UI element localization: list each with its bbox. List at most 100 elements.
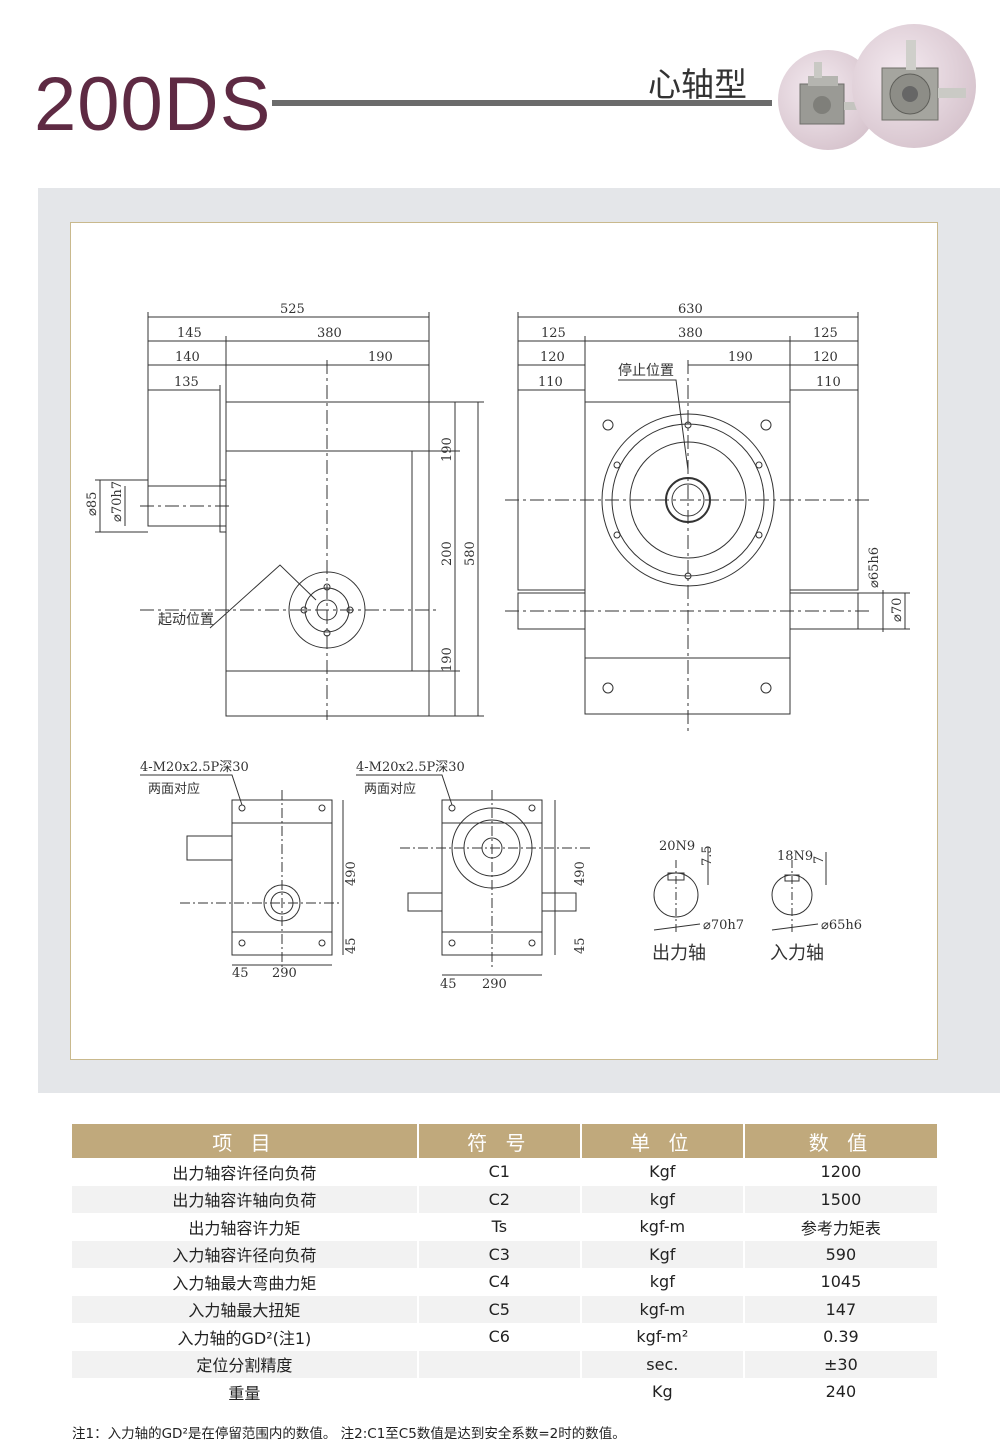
cell-unit: sec. xyxy=(580,1350,745,1378)
cell-symbol: C5 xyxy=(417,1295,582,1323)
output-dia-dim: ⌀70h7 xyxy=(703,918,744,933)
input-depth-dim: 7 xyxy=(812,856,827,864)
drawing-frame xyxy=(70,222,938,1060)
start-position-label: 起动位置 xyxy=(158,612,214,628)
cell-item: 入力轴容许径向负荷 xyxy=(72,1240,419,1268)
cell-item: 定位分割精度 xyxy=(72,1350,419,1378)
cell-value: 1200 xyxy=(820,1162,862,1182)
cell-unit: kgf xyxy=(580,1268,745,1296)
cell-item: 出力轴容许轴向负荷 xyxy=(72,1185,419,1213)
cell-symbol: Ts xyxy=(417,1213,582,1241)
cell-item: 重量 xyxy=(72,1378,419,1406)
dim-145: 145 xyxy=(177,326,202,341)
both-sides-note-a: 两面对应 xyxy=(148,781,200,797)
cell-symbol xyxy=(417,1350,582,1378)
dim-dia65h6: ⌀65h6 xyxy=(867,547,882,588)
dim-h45a: 45 xyxy=(344,937,359,954)
dim-135: 135 xyxy=(174,375,199,390)
thread-note-a: 4-M20x2.5P深30 xyxy=(140,760,249,775)
technical-drawing: 525 145 380 140 190 135 ⌀85 ⌀70h7 190 20… xyxy=(85,302,910,992)
type-label: 心轴型 xyxy=(648,65,747,104)
cell-value: ±30 xyxy=(743,1350,937,1378)
input-shaft-label: 入力轴 xyxy=(770,943,824,964)
dim-190: 190 xyxy=(368,350,393,365)
dim-h580: 580 xyxy=(463,541,478,566)
dim-w290b: 290 xyxy=(482,977,507,992)
cell-value: 1500 xyxy=(743,1185,937,1213)
dim-dia85: ⌀85 xyxy=(85,492,100,516)
cell-symbol: C6 xyxy=(417,1323,582,1351)
dim-h200: 200 xyxy=(440,541,455,566)
dim-380: 380 xyxy=(317,326,342,341)
cell-value: 240 xyxy=(825,1382,857,1402)
stop-position-label: 停止位置 xyxy=(618,362,674,379)
cell-value: 1045 xyxy=(820,1272,862,1292)
cell-unit: kgf-m xyxy=(580,1213,745,1241)
dim-h45b: 45 xyxy=(573,937,588,954)
cell-item: 入力轴的GD²(注1) xyxy=(72,1323,419,1351)
dim-120a: 120 xyxy=(540,350,565,365)
cell-item: 出力轴容许力矩 xyxy=(72,1213,419,1241)
table-row: 重量 Kg 240 xyxy=(72,1378,937,1406)
col-symbol: 符 号 xyxy=(417,1124,582,1158)
dim-w290a: 290 xyxy=(272,966,297,981)
dim-dia70: ⌀70 xyxy=(890,598,905,622)
dim-120b: 120 xyxy=(813,350,838,365)
col-value: 数 值 xyxy=(743,1124,937,1158)
model-title: 200DS xyxy=(34,62,272,147)
dim-190r: 190 xyxy=(728,350,753,365)
dim-dia70h7: ⌀70h7 xyxy=(110,481,125,522)
cell-unit: kgf-m xyxy=(580,1295,745,1323)
cell-unit: Kgf xyxy=(580,1240,745,1268)
cell-item: 出力轴容许径向负荷 xyxy=(72,1158,419,1186)
col-item: 项 目 xyxy=(72,1124,419,1158)
dim-140: 140 xyxy=(175,350,200,365)
dim-w45a: 45 xyxy=(232,966,249,981)
dim-110b: 110 xyxy=(816,375,841,390)
dim-630: 630 xyxy=(678,302,703,317)
title-rule xyxy=(272,100,772,106)
cell-symbol: C2 xyxy=(417,1185,582,1213)
cell-item: 入力轴最大扭矩 xyxy=(72,1295,419,1323)
output-depth-dim: 7.5 xyxy=(700,845,715,866)
dim-h190a: 190 xyxy=(440,437,455,462)
cell-unit: Kg xyxy=(580,1378,745,1406)
cell-item: 入力轴最大弯曲力矩 xyxy=(72,1268,419,1296)
cell-symbol: C3 xyxy=(417,1240,582,1268)
cell-unit: kgf-m² xyxy=(580,1323,745,1351)
col-unit: 单 位 xyxy=(580,1124,745,1158)
cell-symbol: C4 xyxy=(417,1268,582,1296)
cell-value: 0.39 xyxy=(823,1327,859,1347)
output-key-dim: 20N9 xyxy=(659,839,695,854)
footnote: 注1：入力轴的GD²是在停留范围内的数值。 注2:C1至C5数值是达到安全系数=… xyxy=(72,1426,626,1442)
cell-unit: kgf xyxy=(580,1185,745,1213)
spec-table-header: 项 目 符 号 单 位 数 值 xyxy=(72,1124,937,1158)
product-photo-2 xyxy=(852,24,976,148)
cell-value: 147 xyxy=(743,1295,937,1323)
dim-h490b: 490 xyxy=(573,861,588,886)
thread-note-b: 4-M20x2.5P深30 xyxy=(356,760,465,775)
table-row: 定位分割精度 sec.±30 xyxy=(72,1350,937,1378)
dim-h190b: 190 xyxy=(440,647,455,672)
cell-value: 参考力矩表 xyxy=(800,1218,881,1238)
dim-380r: 380 xyxy=(678,326,703,341)
input-key-dim: 18N9 xyxy=(777,849,813,864)
dim-125b: 125 xyxy=(813,326,838,341)
cell-symbol: C1 xyxy=(417,1158,582,1186)
input-dia-dim: ⌀65h6 xyxy=(821,918,862,933)
output-shaft-label: 出力轴 xyxy=(652,943,706,964)
dim-110a: 110 xyxy=(538,375,563,390)
dim-h490a: 490 xyxy=(344,861,359,886)
dim-125a: 125 xyxy=(541,326,566,341)
dim-w45b: 45 xyxy=(440,977,457,992)
dim-525: 525 xyxy=(280,302,305,317)
cell-symbol xyxy=(417,1378,582,1406)
